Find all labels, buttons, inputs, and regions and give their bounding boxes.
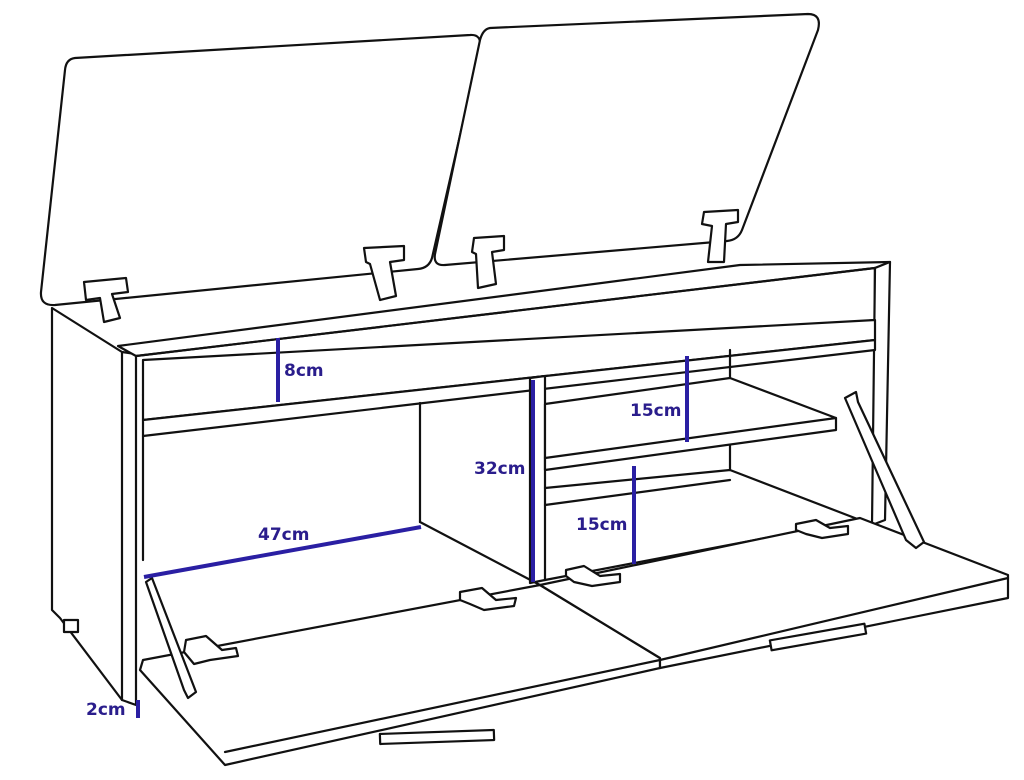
left-side-panel <box>50 306 138 707</box>
hinge-2 <box>362 244 406 302</box>
left-foot <box>62 618 80 634</box>
left-stay <box>144 576 198 700</box>
label-compartment-depth: 47cm <box>258 525 309 545</box>
label-lower-shelf-gap: 15cm <box>576 515 627 535</box>
hinge-8 <box>794 518 850 540</box>
label-floor-clearance: 2cm <box>86 700 126 720</box>
right-stay <box>843 390 926 550</box>
dimension-labels: 8cm 15cm 32cm 15cm 47cm 2cm <box>86 361 681 720</box>
bench-doors <box>62 516 1010 767</box>
label-inner-height: 32cm <box>474 459 525 479</box>
label-top-drawer-height: 8cm <box>284 361 324 381</box>
middle-rail <box>141 338 877 438</box>
hinge-6 <box>458 586 518 612</box>
support-stays <box>144 390 926 700</box>
dimension-lines <box>136 338 689 718</box>
label-upper-shelf-gap: 15cm <box>630 401 681 421</box>
bench-cabinet <box>50 260 892 707</box>
dim-line-47cm <box>143 525 422 579</box>
hinge-1 <box>82 276 130 324</box>
hinge-4 <box>700 208 740 264</box>
left-lid <box>39 33 482 307</box>
right-door <box>538 516 1010 670</box>
hinge-7 <box>564 564 622 588</box>
hinge-5 <box>182 634 240 666</box>
hinge-3 <box>470 234 506 290</box>
right-lid <box>433 12 820 267</box>
right-door-handle <box>768 622 868 652</box>
left-door-handle <box>378 728 496 746</box>
hinges <box>82 208 850 666</box>
bench-lids <box>39 12 820 307</box>
